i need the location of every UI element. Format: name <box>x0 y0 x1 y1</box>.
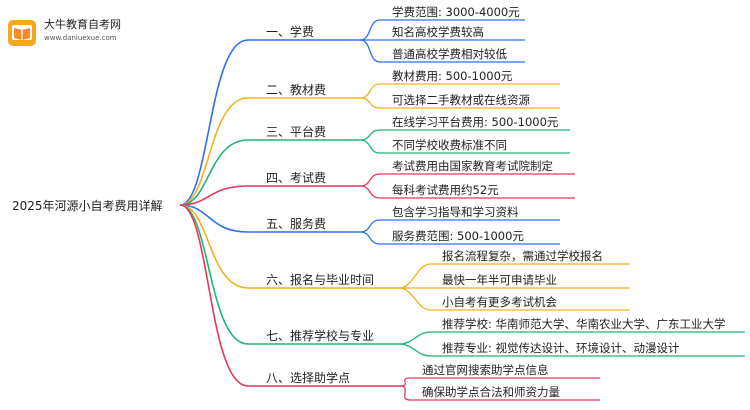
leaf-label: 普通高校学费相对较低 <box>392 47 507 61</box>
branch-to-leaf-edge <box>359 185 381 199</box>
root-to-branch-edge <box>179 139 249 206</box>
branch-label: 五、服务费 <box>266 216 326 231</box>
root-label: 2025年河源小自考费用详解 <box>12 198 163 213</box>
leaf-label: 可选择二手教材或在线资源 <box>392 93 530 107</box>
root-to-branch-edge <box>179 204 249 345</box>
leaf-label: 在线学习平台费用: 500-1000元 <box>392 115 559 129</box>
logo-domain: www.daniuexue.com <box>44 34 117 42</box>
leaf-label: 推荐学校: 华南师范大学、华南农业大学、广东工业大学 <box>442 317 726 331</box>
branch-to-leaf-edge <box>399 385 411 401</box>
leaf-label: 通过官网搜索助学点信息 <box>422 363 549 377</box>
site-logo: 大牛教育自考网 www.daniuexue.com <box>6 14 166 54</box>
leaf-label: 包含学习指导和学习资料 <box>392 205 519 219</box>
leaf-label: 学费范围: 3000-4000元 <box>392 5 520 19</box>
leaf-label: 教材费用: 500-1000元 <box>392 69 513 83</box>
branch-label: 七、推荐学校与专业 <box>266 328 374 343</box>
branch-to-leaf-edge <box>359 139 381 154</box>
root-to-branch-edge <box>179 97 249 206</box>
leaf-label: 小自考有更多考试机会 <box>442 295 557 309</box>
branch-to-leaf-edge <box>359 231 381 245</box>
branch-label: 三、平台费 <box>266 124 326 139</box>
leaf-label: 推荐专业: 视觉传达设计、环境设计、动漫设计 <box>442 341 680 355</box>
branch-to-leaf-edge <box>359 97 381 109</box>
branch-label: 八、选择助学点 <box>266 370 350 385</box>
branch-to-leaf-edge <box>399 263 431 289</box>
branch-to-leaf-edge <box>399 287 431 311</box>
branch-label: 二、教材费 <box>266 82 326 97</box>
leaf-label: 知名高校学费较高 <box>392 25 484 39</box>
branch-to-leaf-edge <box>359 129 381 141</box>
root-to-branch-edge <box>179 204 249 233</box>
branch-to-leaf-edge <box>359 173 381 187</box>
book-logo-icon <box>8 20 36 46</box>
branch-to-leaf-edge <box>359 19 381 41</box>
branch-to-leaf-edge <box>399 343 431 357</box>
leaf-label: 考试费用由国家教育考试院制定 <box>392 159 553 173</box>
leaf-label: 确保助学点合法和师资力量 <box>422 385 560 399</box>
branch-to-leaf-edge <box>359 83 381 99</box>
branch-label: 一、学费 <box>266 24 314 39</box>
leaf-label: 报名流程复杂，需通过学校报名 <box>442 249 603 263</box>
logo-name: 大牛教育自考网 <box>44 18 121 31</box>
root-to-branch-edge <box>179 185 249 206</box>
branch-label: 四、考试费 <box>266 170 326 185</box>
branch-to-leaf-edge <box>399 331 431 345</box>
branch-to-leaf-edge <box>399 377 411 387</box>
branch-to-leaf-edge <box>359 39 381 63</box>
branch-label: 六、报名与毕业时间 <box>266 272 374 287</box>
branch-to-leaf-edge <box>359 219 381 233</box>
leaf-label: 最快一年半可申请毕业 <box>442 273 557 287</box>
root-to-branch-edge <box>179 39 249 206</box>
leaf-label: 不同学校收费标准不同 <box>392 138 507 152</box>
leaf-label: 服务费范围: 500-1000元 <box>392 229 524 243</box>
root-to-branch-edge <box>179 204 249 289</box>
root-to-branch-edge <box>179 204 249 387</box>
leaf-label: 每科考试费用约52元 <box>392 183 499 197</box>
